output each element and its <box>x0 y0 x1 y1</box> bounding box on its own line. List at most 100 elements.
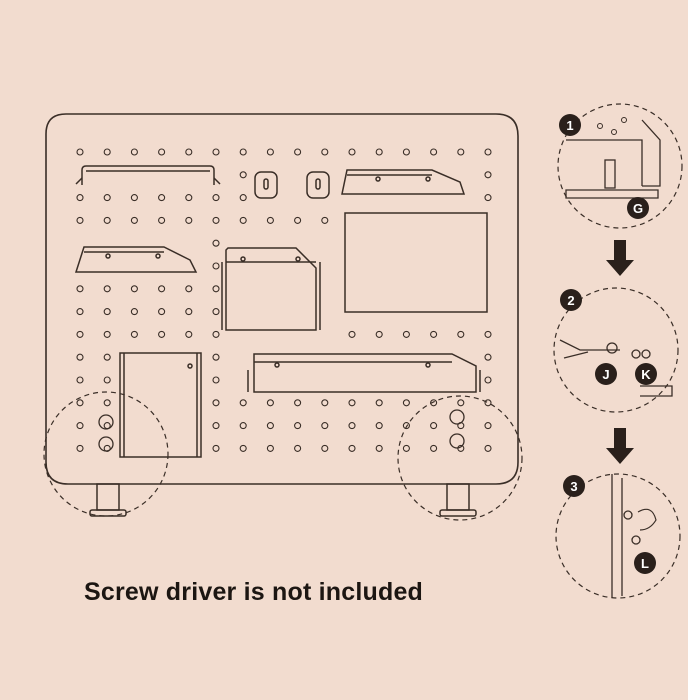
peg-hole <box>130 194 138 202</box>
peg-hole <box>130 285 138 293</box>
step-1-detail <box>557 103 683 229</box>
peg-hole <box>239 194 247 202</box>
pegboard-holes <box>76 148 492 452</box>
peg-hole <box>484 330 492 338</box>
step-2-detail <box>553 287 679 413</box>
peg-hole <box>484 444 492 452</box>
peg-hole <box>321 422 329 430</box>
long-shelf <box>247 353 481 393</box>
peg-hole <box>212 239 220 247</box>
peg-hole <box>212 216 220 224</box>
svg-text:3: 3 <box>570 479 577 494</box>
peg-hole <box>158 330 166 338</box>
peg-hole <box>294 444 302 452</box>
peg-hole <box>266 216 274 224</box>
callout-circle-right <box>397 395 523 521</box>
peg-hole <box>321 148 329 156</box>
peg-hole <box>402 444 410 452</box>
peg-hole <box>103 285 111 293</box>
peg-hole <box>321 399 329 407</box>
peg-hole <box>76 376 84 384</box>
peg-hole <box>266 148 274 156</box>
svg-text:G: G <box>633 201 643 216</box>
peg-hole <box>76 194 84 202</box>
peg-hole <box>103 148 111 156</box>
peg-hole <box>294 148 302 156</box>
vertical-holder <box>119 352 202 458</box>
peg-hole <box>130 216 138 224</box>
peg-hole <box>76 444 84 452</box>
svg-text:2: 2 <box>567 293 574 308</box>
peg-hole <box>239 148 247 156</box>
part-k-badge: K <box>635 363 657 385</box>
peg-hole <box>375 330 383 338</box>
peg-hole <box>430 422 438 430</box>
peg-hole <box>158 216 166 224</box>
peg-hole <box>103 308 111 316</box>
peg-hole <box>348 148 356 156</box>
peg-hole <box>212 330 220 338</box>
peg-hole <box>321 216 329 224</box>
peg-hole <box>402 399 410 407</box>
peg-hole <box>430 148 438 156</box>
svg-text:J: J <box>602 367 609 382</box>
peg-hole <box>76 308 84 316</box>
peg-hole <box>103 330 111 338</box>
peg-hole <box>130 308 138 316</box>
peg-hole <box>457 399 465 407</box>
arrow-down-icon <box>606 240 634 276</box>
step-1-badge: 1 <box>559 114 581 136</box>
peg-hole <box>348 444 356 452</box>
peg-hole <box>158 194 166 202</box>
step-3-badge: 3 <box>563 475 585 497</box>
peg-hole <box>130 148 138 156</box>
peg-hole <box>158 285 166 293</box>
peg-hole <box>348 422 356 430</box>
part-l-badge: L <box>634 552 656 574</box>
peg-hole <box>212 422 220 430</box>
peg-hole <box>402 148 410 156</box>
peg-hole <box>130 330 138 338</box>
hook-bar <box>75 165 221 185</box>
peg-hole <box>103 194 111 202</box>
peg-hole <box>484 376 492 384</box>
peg-hole <box>321 444 329 452</box>
part-g-badge: G <box>627 197 649 219</box>
small-hook-left <box>254 171 278 199</box>
tray-middle-left <box>74 246 198 273</box>
peg-hole <box>185 216 193 224</box>
peg-hole <box>185 330 193 338</box>
small-hook-right <box>306 171 330 199</box>
foot-right <box>439 483 477 517</box>
peg-hole <box>375 399 383 407</box>
peg-hole <box>348 330 356 338</box>
bin-middle <box>221 247 321 331</box>
peg-hole <box>402 422 410 430</box>
peg-hole <box>212 194 220 202</box>
peg-hole <box>185 194 193 202</box>
peg-hole <box>158 148 166 156</box>
peg-hole <box>294 422 302 430</box>
peg-hole <box>375 422 383 430</box>
peg-hole <box>76 399 84 407</box>
peg-hole <box>484 194 492 202</box>
peg-hole <box>294 216 302 224</box>
peg-hole <box>484 353 492 361</box>
peg-hole <box>103 399 111 407</box>
tray-top-right <box>341 169 466 195</box>
peg-hole <box>212 285 220 293</box>
shelf-panel <box>344 212 488 313</box>
peg-hole <box>212 444 220 452</box>
peg-hole <box>212 148 220 156</box>
peg-hole <box>348 399 356 407</box>
peg-hole <box>76 148 84 156</box>
peg-hole <box>430 444 438 452</box>
peg-hole <box>457 148 465 156</box>
peg-hole <box>185 148 193 156</box>
svg-text:L: L <box>641 556 649 571</box>
step-3-detail <box>555 473 681 599</box>
peg-hole <box>484 148 492 156</box>
peg-hole <box>266 422 274 430</box>
peg-hole <box>212 353 220 361</box>
